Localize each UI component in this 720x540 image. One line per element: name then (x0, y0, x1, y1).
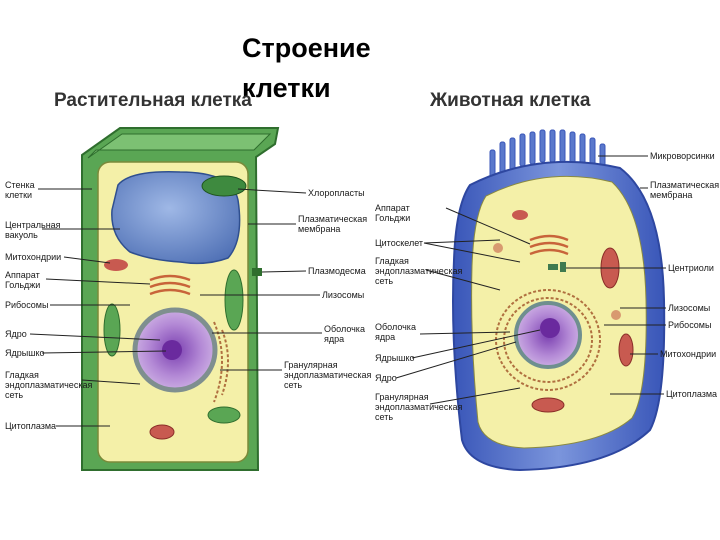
chloroplast (201, 175, 247, 197)
plant-label-ribosomes: Рибосомы (5, 300, 49, 310)
plant-label-chloroplasts: Хлоропласты (308, 188, 365, 198)
animal-label-nucleolus: Ядрышко (375, 353, 415, 363)
plant-label-plasmodesma: Плазмодесма (308, 266, 366, 276)
plant-label-nucleolus: Ядрышко (5, 348, 45, 358)
slide-title: Строение клетки (242, 33, 371, 103)
plant-label-central-vacuole: Центральная вакуоль (5, 220, 61, 240)
centriole (548, 264, 558, 270)
animal-nucleolus (540, 318, 560, 338)
mitochondrion (149, 424, 175, 440)
plant-label-smooth-er: Гладкая эндоплазматическая сеть (5, 370, 93, 400)
lysosome (611, 310, 621, 320)
animal-label-nuclear-envelope: Оболочка ядра (375, 322, 416, 342)
plant-label-rough-er: Гранулярная эндоплазматическая сеть (284, 360, 372, 390)
animal-cell (452, 129, 666, 472)
animal-label-nucleus: Ядро (375, 373, 397, 383)
plant-cell (81, 127, 280, 471)
animal-label-cytoskeleton: Цитоскелет (375, 238, 424, 248)
leader-lines (29, 155, 666, 427)
animal-label-mitochondria: Митохондрии (660, 349, 717, 359)
animal-label-plasma-membrane: Плазматическая мембрана (650, 180, 720, 200)
mitochondrion (512, 210, 528, 220)
plant-label-nuclear-envelope: Оболочка ядра (324, 324, 365, 344)
plant-rough-er (213, 321, 229, 403)
animal-label-centrioles: Центриоли (668, 263, 714, 273)
animal-rough-er (495, 289, 601, 391)
plant-label-cytoplasm: Цитоплазма (5, 421, 57, 431)
animal-label-golgi: Аппарат Гольджи (375, 203, 411, 223)
plant-label-mitochondria: Митохондрии (5, 252, 62, 262)
plant-central-vacuole (111, 171, 241, 265)
plant-golgi (149, 274, 191, 296)
lysosome (493, 243, 503, 253)
animal-label-smooth-er: Гладкая эндоплазматическая сеть (375, 256, 463, 286)
plant-label-plasma-membrane: Плазматическая мембрана (298, 214, 368, 234)
chloroplast (103, 303, 121, 357)
chloroplast (207, 406, 241, 424)
plant-label-cell-wall: Стенка клетки (5, 180, 35, 200)
mitochondrion (618, 333, 634, 367)
mitochondrion (104, 259, 128, 271)
animal-label-ribosomes: Рибосомы (668, 320, 712, 330)
plant-label-nucleus: Ядро (5, 329, 27, 339)
plant-label-lysosomes: Лизосомы (322, 290, 365, 300)
plant-cell-heading: Растительная клетка (54, 90, 252, 111)
animal-label-microvilli: Микроворсинки (650, 151, 715, 161)
plant-label-golgi: Аппарат Гольджи (5, 270, 41, 290)
animal-label-rough-er: Гранулярная эндоплазматическая сеть (375, 392, 463, 422)
animal-label-lysosomes: Лизосомы (668, 303, 711, 313)
animal-label-cytoplasm: Цитоплазма (666, 389, 718, 399)
mitochondrion (531, 397, 565, 413)
animal-cell-heading: Животная клетка (430, 90, 591, 111)
plant-nucleolus (162, 340, 182, 360)
plasmodesma (252, 268, 262, 276)
chloroplast (224, 269, 244, 331)
centriole (560, 262, 566, 272)
animal-golgi (529, 234, 569, 256)
